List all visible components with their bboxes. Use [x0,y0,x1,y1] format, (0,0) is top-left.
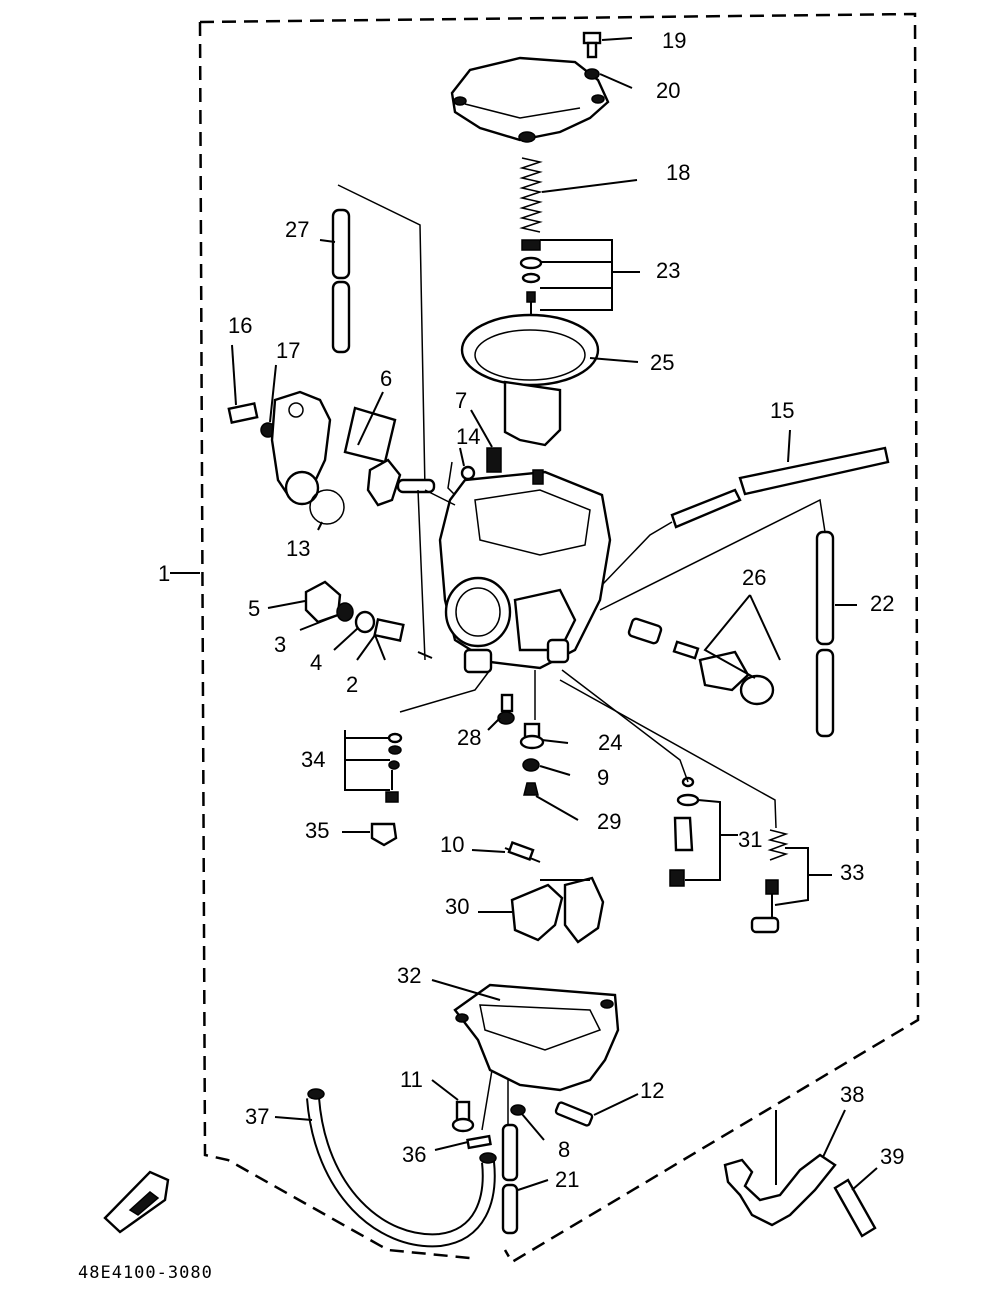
drain-screw-12-part [554,1101,594,1127]
label-5: 5 [248,596,260,621]
screw-11-part [451,1100,475,1133]
float-chamber-32-part [453,983,620,1092]
label-36: 36 [402,1142,426,1167]
label-27: 27 [285,217,309,242]
o-ring-8-part [510,1104,526,1116]
label-28: 28 [457,725,481,750]
jet-29-part [523,782,539,796]
washer-20-part [584,68,600,80]
label-33: 33 [840,860,864,885]
diagram-reference-code: 48E4100-3080 [78,1263,213,1283]
washer-3-part [336,602,354,622]
ring-4-part [354,610,376,634]
label-4: 4 [310,650,322,675]
assembly-boundary [198,12,920,1264]
label-21: 21 [555,1167,579,1192]
tube-27-part [331,184,426,491]
label-2: 2 [346,672,358,697]
bracket-38-part [723,1110,837,1227]
label-32: 32 [397,963,421,988]
hose-37-part [306,1088,497,1248]
label-22: 22 [870,591,894,616]
label-7: 7 [455,388,467,413]
logo-stamp-icon [103,1170,170,1234]
drain-tube-21-part [501,1123,519,1235]
label-6: 6 [380,366,392,391]
label-17: 17 [276,338,300,363]
label-3: 3 [274,632,286,657]
label-12: 12 [640,1078,664,1103]
label-8: 8 [558,1137,570,1162]
tube-39-part [833,1178,877,1238]
pilot-set-34-part [385,732,403,803]
label-18: 18 [666,160,690,185]
starter-cover-part [270,390,332,506]
label-39: 39 [880,1144,904,1169]
leader-lines [170,37,878,1191]
washer-9-part [522,758,540,772]
tube-22-part [815,530,835,738]
float-30-part [510,876,605,944]
label-10: 10 [440,832,464,857]
label-1: 1 [158,561,170,586]
label-35: 35 [305,818,329,843]
top-cover-part [450,56,610,143]
label-24: 24 [598,730,622,755]
label-31: 31 [738,827,762,852]
screw-16-part [227,402,259,424]
label-11: 11 [400,1067,423,1092]
label-15: 15 [770,398,794,423]
screw-19-part [582,31,602,59]
hose-15-part [670,446,890,529]
label-16: 16 [228,313,252,338]
label-19: 19 [662,28,686,53]
jet-24-part [519,722,545,750]
label-30: 30 [445,894,469,919]
label-13: 13 [286,536,310,561]
label-9: 9 [597,765,609,790]
part-labels: 1 2 3 4 5 6 7 8 9 10 11 12 13 14 15 16 1… [158,28,904,1192]
throttle-sensor-26-part [627,617,775,706]
float-needle-10-part [504,841,541,863]
label-38: 38 [840,1082,864,1107]
label-34: 34 [301,747,325,772]
spring-18-part [519,157,543,233]
label-23: 23 [656,258,680,283]
label-20: 20 [656,78,680,103]
diaphragm-piston-25-part [460,313,600,447]
carburetor-body-part [438,469,612,674]
cap-35-part [370,822,398,847]
jet-28-part [497,693,515,725]
label-37: 37 [245,1104,269,1129]
jet-7-part [486,447,502,473]
starter-plunger-6-part [343,406,436,507]
label-26: 26 [742,565,766,590]
label-29: 29 [597,809,621,834]
screw-2-part [373,618,405,642]
jet-31-part [669,776,700,887]
o-ring-13-part [309,489,345,525]
label-14: 14 [456,424,480,449]
label-25: 25 [650,350,674,375]
clip-36-part [466,1134,492,1150]
air-screw-33-part [750,829,789,934]
